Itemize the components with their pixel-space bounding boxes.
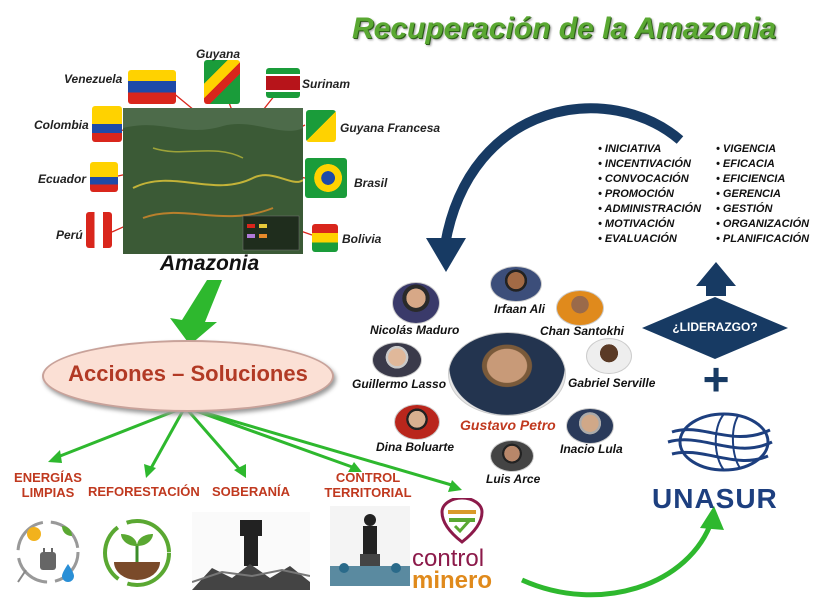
control-minero-word1: control bbox=[412, 545, 485, 572]
avatar-gabriel-serville bbox=[586, 338, 632, 374]
action-clean-energy: ENERGÍAS LIMPIAS bbox=[14, 470, 82, 500]
bolivia-flag-icon bbox=[312, 224, 338, 252]
country-label-brasil: Brasil bbox=[354, 176, 388, 190]
ecuador-flag-icon bbox=[90, 162, 118, 192]
leader-gustavo-petro: Gustavo Petro bbox=[460, 417, 556, 433]
action-territorial-control: CONTROL TERRITORIAL bbox=[324, 470, 412, 500]
brazil-flag-icon bbox=[305, 158, 347, 198]
action-arrow-heads bbox=[48, 450, 462, 492]
country-label-colombia: Colombia bbox=[34, 118, 89, 132]
territorial-control-icon bbox=[330, 506, 410, 586]
avatar-inacio-lula bbox=[566, 408, 614, 444]
actions-solutions-label: Acciones – Soluciones bbox=[68, 361, 308, 386]
country-label-bolivia: Bolivia bbox=[342, 232, 382, 246]
list-item: ORGANIZACIÓN bbox=[716, 217, 809, 232]
leadership-list-right: VIGENCIA EFICACIA EFICIENCIA GERENCIA GE… bbox=[716, 142, 809, 247]
list-item: INCENTIVACIÓN bbox=[598, 157, 701, 172]
avatar-dina-boluarte bbox=[394, 404, 440, 440]
country-label-surinam: Surinam bbox=[302, 77, 351, 91]
avatar-gustavo-petro bbox=[448, 332, 566, 416]
reforestation-icon bbox=[103, 519, 171, 587]
list-item: EVALUACIÓN bbox=[598, 232, 701, 247]
list-item: VIGENCIA bbox=[716, 142, 809, 157]
list-item: GERENCIA bbox=[716, 187, 809, 202]
control-minero-logo-icon bbox=[440, 498, 484, 544]
leader-chan-santokhi: Chan Santokhi bbox=[540, 324, 625, 338]
leader-dina-boluarte: Dina Boluarte bbox=[376, 440, 455, 454]
map-label: Amazonia bbox=[160, 252, 260, 275]
country-label-ecuador: Ecuador bbox=[38, 172, 87, 186]
leadership-list-left: INICIATIVA INCENTIVACIÓN CONVOCACIÓN PRO… bbox=[598, 142, 702, 247]
amazon-map-image bbox=[123, 108, 303, 254]
list-item: EFICACIA bbox=[716, 157, 809, 172]
leader-luis-arce: Luis Arce bbox=[486, 472, 541, 486]
avatar-nicolas-maduro bbox=[392, 282, 440, 324]
country-label-guyana: Guyana bbox=[196, 47, 241, 61]
leader-irfaan-ali: Irfaan Ali bbox=[494, 302, 545, 316]
surinam-flag-icon bbox=[266, 68, 300, 98]
action-reforestation: REFORESTACIÓN bbox=[88, 484, 200, 499]
map-to-actions-arrow bbox=[170, 280, 222, 345]
action-arrows bbox=[54, 405, 456, 488]
venezuela-flag-icon bbox=[128, 70, 176, 104]
guyana-flag-icon bbox=[204, 60, 240, 104]
list-item: CONVOCACIÓN bbox=[598, 172, 701, 187]
curve-to-unasur bbox=[520, 519, 715, 598]
avatar-irfaan-ali bbox=[490, 266, 542, 302]
french-guiana-flag-icon bbox=[306, 110, 336, 142]
up-arrow bbox=[696, 262, 736, 296]
list-item: GESTIÓN bbox=[716, 202, 809, 217]
list-item: PLANIFICACIÓN bbox=[716, 232, 809, 247]
control-minero-logo: control minero bbox=[412, 545, 493, 594]
avatar-chan-santokhi bbox=[556, 290, 604, 326]
avatar-luis-arce bbox=[490, 440, 534, 472]
leadership-diamond bbox=[642, 297, 788, 359]
action-sovereignty: SOBERANÍA bbox=[212, 484, 291, 499]
list-item: INICIATIVA bbox=[598, 142, 701, 157]
leadership-question: ¿LIDERAZGO? bbox=[672, 320, 758, 334]
country-label-venezuela: Venezuela bbox=[64, 72, 123, 86]
page-title: Recuperación de la Amazonia bbox=[352, 12, 777, 45]
avatar-guillermo-lasso bbox=[372, 342, 422, 378]
list-item: EFICIENCIA bbox=[716, 172, 809, 187]
plus-sign: + bbox=[702, 353, 730, 405]
list-item: PROMOCIÓN bbox=[598, 187, 701, 202]
list-item: MOTIVACIÓN bbox=[598, 217, 701, 232]
leader-guillermo-lasso: Guillermo Lasso bbox=[352, 377, 447, 391]
amazon-map bbox=[123, 108, 303, 254]
country-label-guyana-francesa: Guyana Francesa bbox=[340, 121, 441, 135]
actions-solutions-node: Acciones – Soluciones bbox=[42, 340, 334, 412]
colombia-flag-icon bbox=[92, 106, 122, 142]
unasur-label: UNASUR bbox=[652, 483, 778, 514]
list-item: ADMINISTRACIÓN bbox=[598, 202, 702, 217]
leader-nicolas-maduro: Nicolás Maduro bbox=[370, 323, 460, 337]
leader-gabriel-serville: Gabriel Serville bbox=[568, 376, 656, 390]
control-minero-word2: minero bbox=[412, 567, 493, 594]
curve-to-leaders bbox=[440, 103, 684, 246]
clean-energy-icon bbox=[16, 520, 80, 584]
country-label-peru: Perú bbox=[56, 228, 83, 242]
leader-inacio-lula: Inacio Lula bbox=[560, 442, 623, 456]
unasur-logo-icon bbox=[667, 412, 773, 472]
peru-flag-icon bbox=[86, 212, 112, 248]
sovereignty-fist-icon bbox=[192, 512, 310, 590]
